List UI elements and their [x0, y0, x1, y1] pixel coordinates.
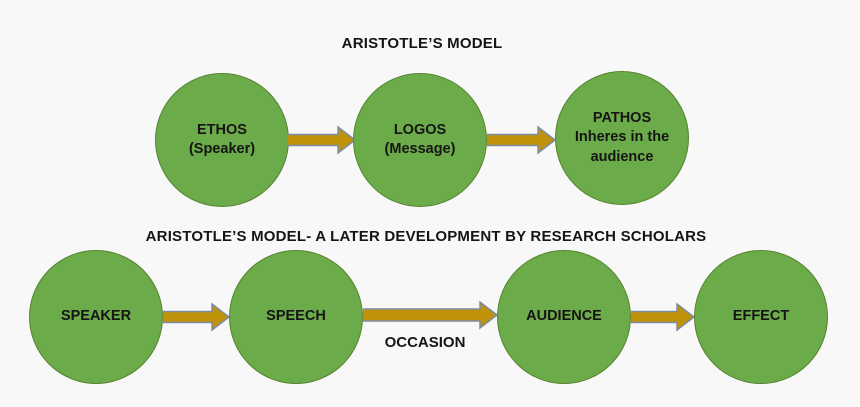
node-speaker: SPEAKER [29, 250, 163, 384]
node-ethos-sublabel: (Speaker) [188, 141, 256, 157]
node-pathos: PATHOS Inheres in the audience [555, 71, 689, 205]
arrow-right-icon [287, 125, 355, 155]
occasion-label: OCCASION [384, 334, 466, 351]
arrow-right-icon [487, 125, 555, 155]
diagram2-title: ARISTOTLE’S MODEL- A LATER DEVELOPMENT B… [145, 228, 707, 245]
arrow-right-icon [631, 302, 694, 332]
node-audience-label: AUDIENCE [526, 308, 602, 325]
node-logos-sublabel: (Message) [384, 141, 456, 157]
node-effect: EFFECT [694, 250, 828, 384]
arrow-right-icon [363, 300, 497, 330]
node-logos-label: LOGOS [393, 121, 447, 138]
node-speech: SPEECH [229, 250, 363, 384]
node-pathos-label: PATHOS [592, 110, 652, 127]
node-ethos-label: ETHOS [197, 121, 247, 138]
node-speaker-label: SPEAKER [60, 308, 132, 325]
node-ethos: ETHOS (Speaker) [155, 73, 289, 207]
arrow-right-icon [163, 302, 229, 332]
node-audience: AUDIENCE [497, 250, 631, 384]
diagram1-title: ARISTOTLE’S MODEL [341, 35, 503, 52]
node-effect-label: EFFECT [732, 308, 790, 325]
node-pathos-sublabel: Inheres in the audience [574, 129, 670, 165]
node-logos: LOGOS (Message) [353, 73, 487, 207]
node-speech-label: SPEECH [266, 308, 326, 325]
